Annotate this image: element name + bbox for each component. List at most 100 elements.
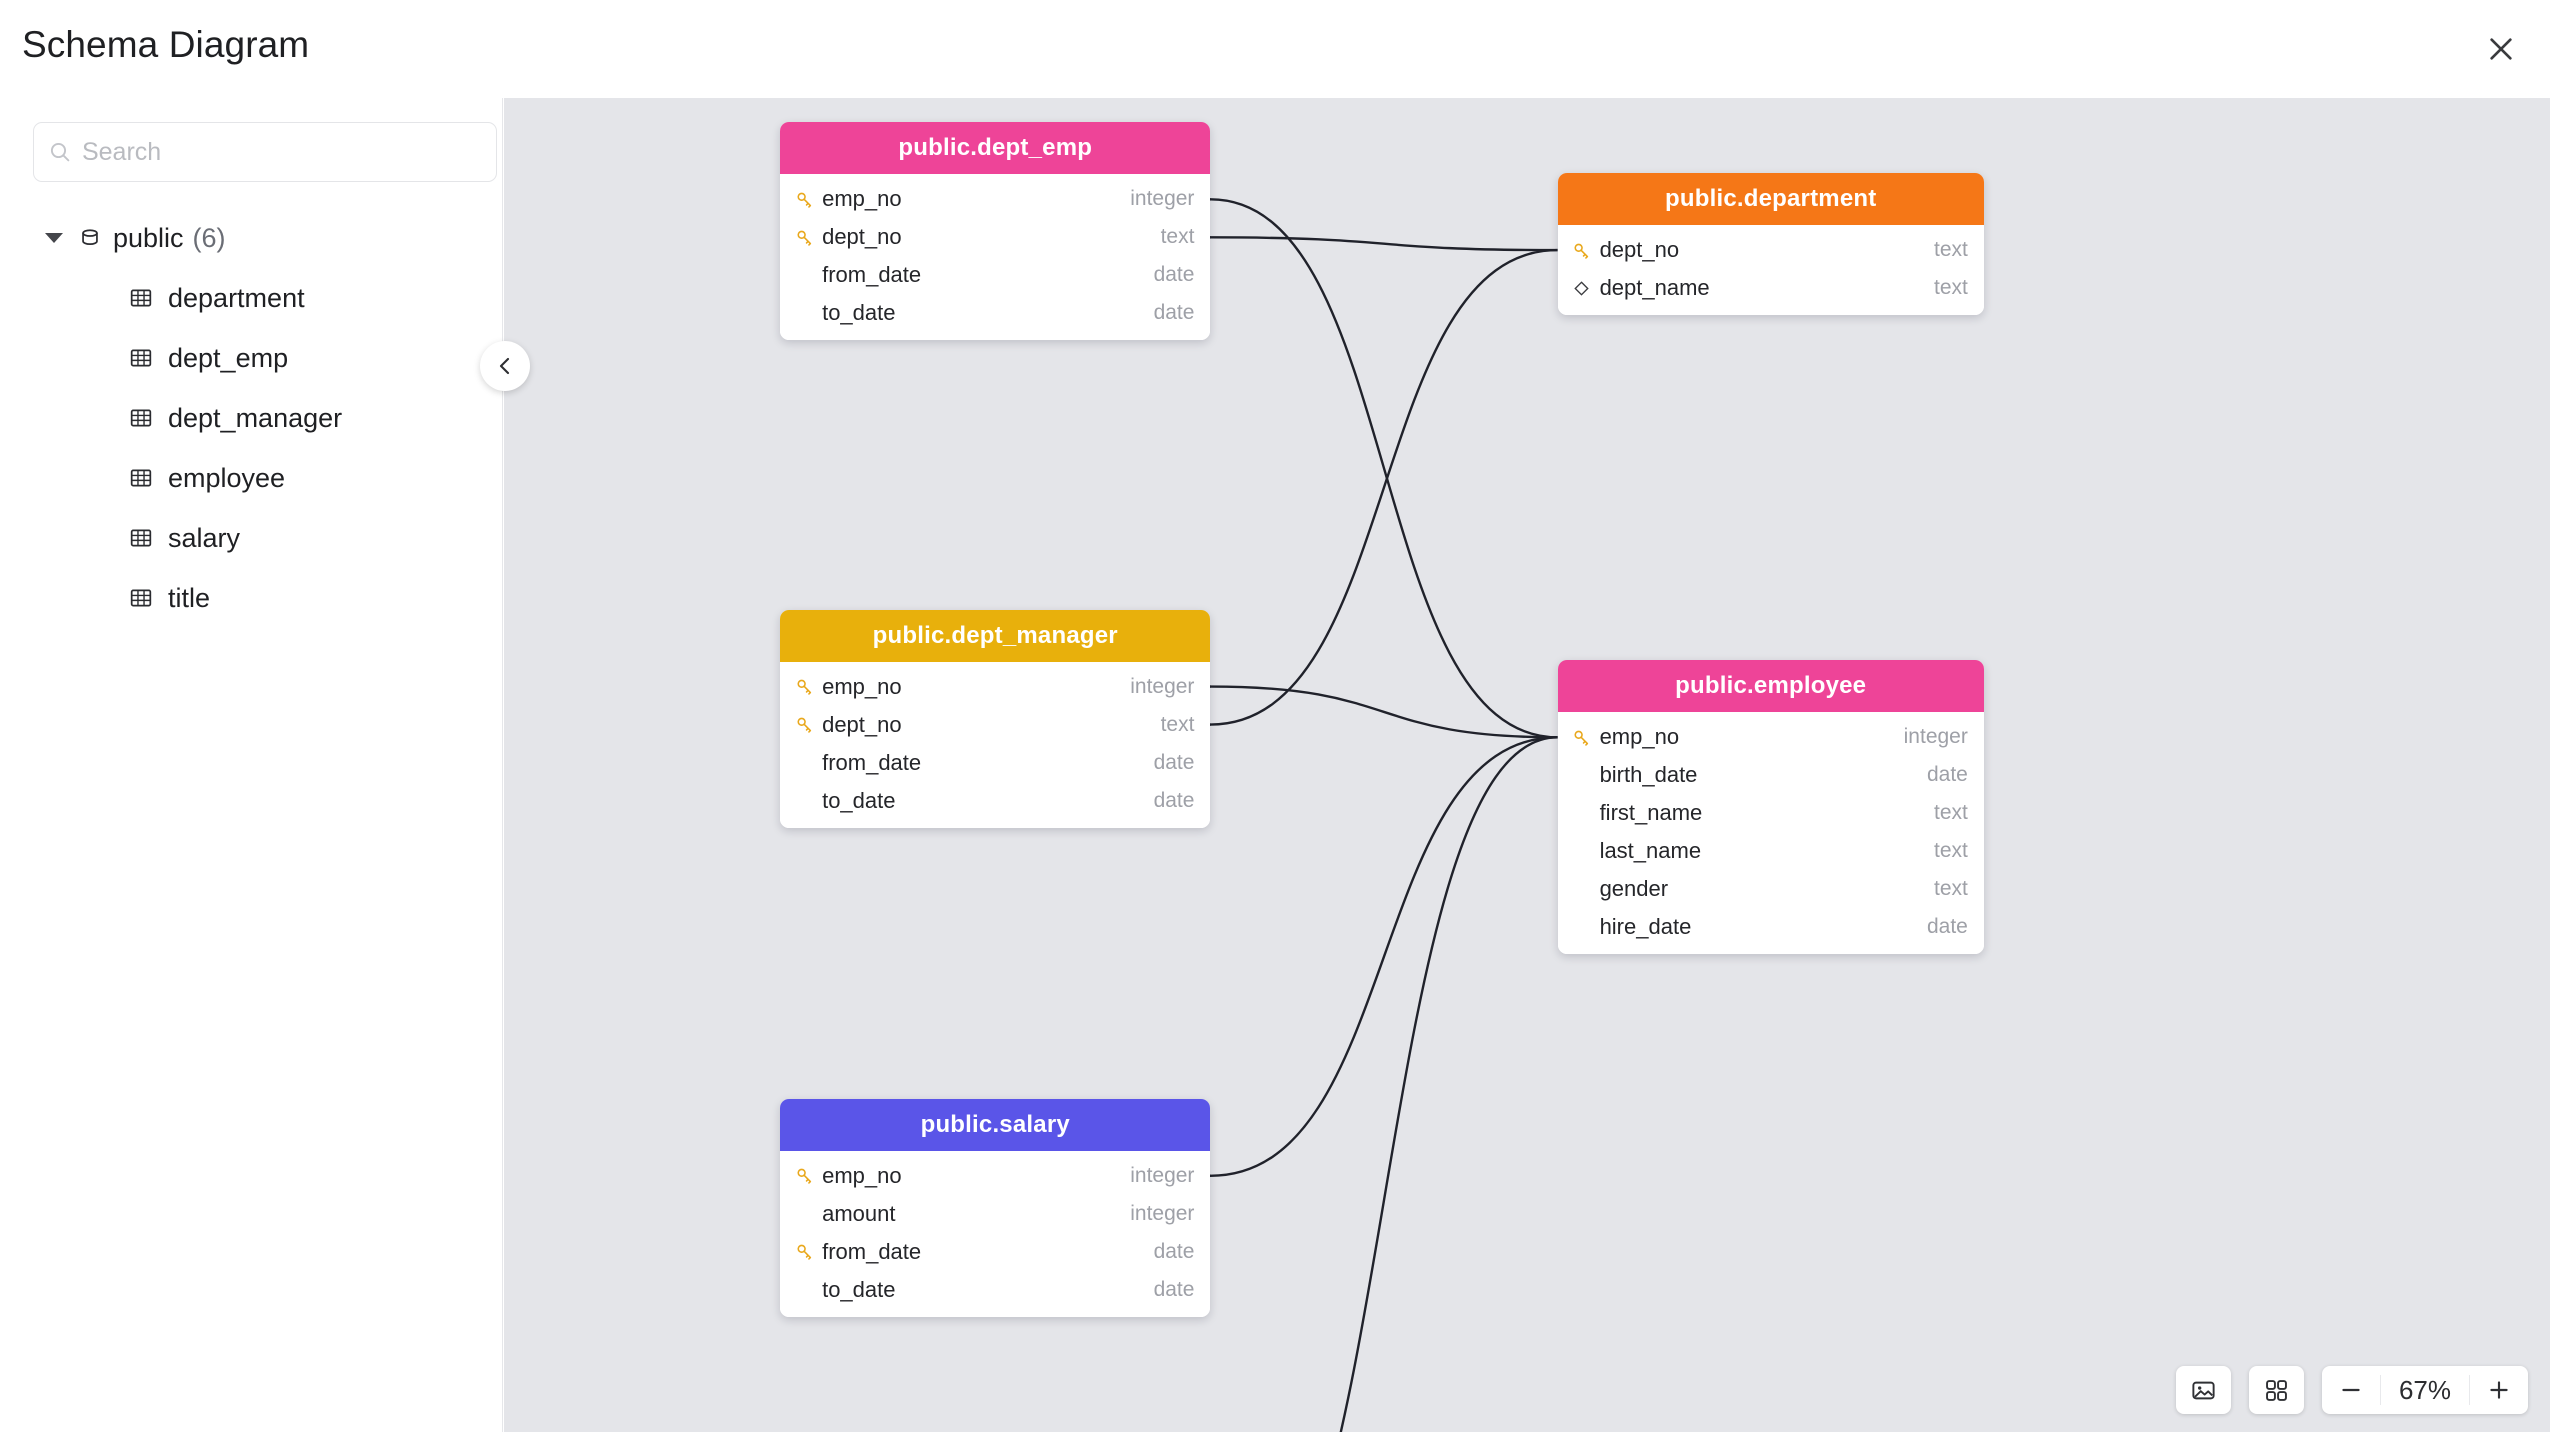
sidebar-item-employee[interactable]: employee: [0, 448, 503, 508]
field-row[interactable]: gender text: [1558, 870, 1984, 908]
field-row[interactable]: to_date date: [780, 782, 1210, 820]
zoom-out-button[interactable]: [2322, 1366, 2380, 1414]
field-type: integer: [1130, 1201, 1195, 1225]
field-row[interactable]: dept_name text: [1558, 269, 1984, 307]
sidebar-item-label: employee: [168, 462, 286, 493]
relationship-edge: [1210, 736, 1558, 1177]
field-type: integer: [1130, 674, 1195, 698]
field-row[interactable]: hire_date date: [1558, 908, 1984, 946]
field-type: date: [1926, 915, 1968, 939]
table-card-dept_manager[interactable]: public.dept_manager emp_no integer dept_…: [780, 609, 1211, 828]
field-type: date: [1153, 1239, 1195, 1263]
toolbar-divider: [2380, 1375, 2381, 1405]
field-type: text: [1160, 712, 1195, 736]
sidebar-collapse-button[interactable]: [480, 341, 530, 391]
field-type: integer: [1130, 187, 1195, 211]
sidebar-item-dept-manager[interactable]: dept_manager: [0, 388, 503, 448]
table-card-title: public.dept_emp: [780, 122, 1211, 175]
field-name: from_date: [822, 749, 922, 775]
plus-icon: [2490, 1381, 2508, 1399]
field-row[interactable]: dept_no text: [780, 218, 1210, 256]
relationship-edge: [1210, 198, 1558, 739]
field-icon: [792, 1166, 816, 1185]
field-row[interactable]: to_date date: [780, 294, 1210, 332]
sidebar-item-dept-emp[interactable]: dept_emp: [0, 328, 503, 388]
table-card-title: public.salary: [780, 1098, 1211, 1151]
field-type: date: [1926, 763, 1968, 787]
field-row[interactable]: dept_no text: [1558, 231, 1984, 269]
export-image-button[interactable]: [2176, 1366, 2231, 1414]
field-type: text: [1934, 801, 1968, 825]
field-icon: [792, 228, 816, 247]
diamond-icon: [1574, 280, 1589, 296]
key-icon: [797, 679, 811, 695]
diagram-canvas[interactable]: public.dept_emp emp_no integer dept_no t…: [504, 98, 2550, 1432]
field-type: text: [1934, 877, 1968, 901]
sidebar-item-label: dept_emp: [168, 342, 289, 373]
table-card-dept_emp[interactable]: public.dept_emp emp_no integer dept_no t…: [780, 122, 1211, 341]
field-name: dept_no: [822, 711, 902, 737]
field-name: birth_date: [1599, 762, 1698, 788]
sidebar-item-label: title: [168, 582, 211, 613]
field-row[interactable]: emp_no integer: [780, 1157, 1210, 1195]
key-icon: [1574, 730, 1589, 746]
field-type: text: [1934, 276, 1968, 300]
field-name: gender: [1599, 876, 1669, 902]
field-name: emp_no: [1599, 724, 1680, 750]
search-icon: [50, 142, 70, 162]
field-row[interactable]: emp_no integer: [780, 668, 1210, 706]
field-name: dept_no: [1599, 237, 1680, 263]
field-type: date: [1153, 788, 1195, 812]
search-box[interactable]: [33, 122, 497, 182]
table-icon: [130, 289, 152, 307]
table-icon: [130, 349, 152, 367]
zoom-in-button[interactable]: [2470, 1366, 2528, 1414]
field-name: dept_name: [1599, 275, 1710, 301]
field-row[interactable]: birth_date date: [1558, 756, 1984, 794]
close-button[interactable]: [2470, 18, 2532, 80]
relationship-edge: [1210, 685, 1558, 739]
field-row[interactable]: emp_no integer: [780, 180, 1210, 218]
field-icon: [792, 190, 816, 209]
sidebar-item-label: department: [168, 282, 305, 313]
image-icon: [2192, 1381, 2215, 1399]
field-row[interactable]: last_name text: [1558, 832, 1984, 870]
field-row[interactable]: from_date date: [780, 744, 1210, 782]
close-icon: [2490, 38, 2512, 60]
search-input[interactable]: [81, 137, 482, 167]
field-type: date: [1153, 263, 1195, 287]
table-card-body: emp_no integer birth_date date first_nam…: [1557, 712, 1984, 955]
table-card-salary[interactable]: public.salary emp_no integer amount inte…: [780, 1098, 1211, 1317]
field-type: date: [1153, 301, 1195, 325]
field-row[interactable]: emp_no integer: [1558, 718, 1984, 756]
table-card-employee[interactable]: public.employee emp_no integer birth_dat…: [1557, 660, 1984, 955]
sidebar-item-salary[interactable]: salary: [0, 508, 503, 568]
table-icon: [130, 529, 152, 547]
field-name: emp_no: [822, 186, 902, 212]
field-row[interactable]: amount integer: [780, 1195, 1210, 1233]
field-row[interactable]: to_date date: [780, 1271, 1210, 1309]
key-icon: [797, 1168, 811, 1185]
auto-layout-button[interactable]: [2249, 1366, 2304, 1414]
field-type: date: [1153, 750, 1195, 774]
table-card-title: public.employee: [1557, 660, 1984, 713]
sidebar-item-title[interactable]: title: [0, 568, 503, 628]
table-card-department[interactable]: public.department dept_no text dept_name…: [1557, 173, 1984, 316]
sidebar: public (6) department dept_emp dept_mana…: [0, 98, 530, 1432]
field-row[interactable]: from_date date: [780, 1233, 1210, 1271]
relationship-edge: [1210, 236, 1558, 252]
table-card-body: emp_no integer dept_no text from_date da…: [780, 174, 1211, 341]
sidebar-item-department[interactable]: department: [0, 268, 503, 328]
tree-root-label: public: [113, 222, 184, 253]
field-row[interactable]: dept_no text: [780, 706, 1210, 744]
field-row[interactable]: from_date date: [780, 256, 1210, 294]
field-name: from_date: [822, 1238, 922, 1264]
relationship-edge: [1339, 736, 1558, 1432]
field-row[interactable]: first_name text: [1558, 794, 1984, 832]
field-name: amount: [822, 1200, 896, 1226]
database-icon: [82, 229, 98, 246]
field-icon: [1570, 241, 1594, 260]
tree-root-public[interactable]: public (6): [0, 208, 503, 268]
caret-down-icon[interactable]: [45, 233, 63, 243]
field-type: text: [1934, 839, 1968, 863]
